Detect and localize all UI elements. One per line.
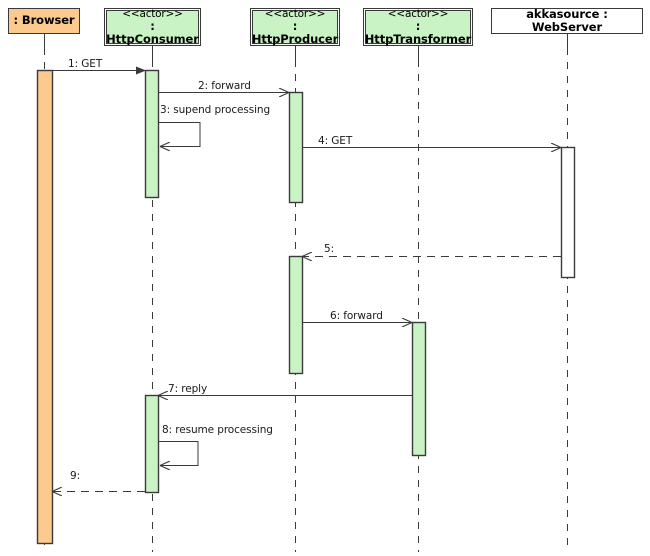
act-webserver xyxy=(560,146,576,279)
instance-name-httpproducer: : HttpProducer xyxy=(251,18,339,47)
stereotype-label-httptransformer: <<actor>> xyxy=(387,7,449,20)
message-label-2: 2: forward xyxy=(198,80,251,92)
act-transformer xyxy=(411,321,427,457)
message-8 xyxy=(158,441,199,466)
activation-bars xyxy=(36,69,576,545)
lifeline-header-httptransformer[interactable]: <<actor>>: HttpTransformer xyxy=(363,8,473,46)
act-consumer-2 xyxy=(144,394,160,494)
act-producer-1 xyxy=(288,91,304,204)
stereotype-label-httpproducer: <<actor>> xyxy=(264,7,326,20)
lifeline-header-httpproducer[interactable]: <<actor>>: HttpProducer xyxy=(250,8,340,46)
message-label-5: 5: xyxy=(324,243,335,255)
message-label-3: 3: supend processing xyxy=(160,104,271,116)
instance-name-webserver: akkasource : WebServer xyxy=(526,6,608,34)
message-label-7: 7: reply xyxy=(168,383,208,395)
instance-name-httpconsumer: : HttpConsumer xyxy=(106,18,199,47)
message-3 xyxy=(158,122,201,147)
act-consumer-1 xyxy=(144,69,160,199)
stereotype-label-httpconsumer: <<actor>> xyxy=(122,7,183,20)
message-label-9: 9: xyxy=(70,470,81,482)
instance-name-browser: : Browser xyxy=(13,13,75,28)
message-label-8: 8: resume processing xyxy=(162,424,273,436)
message-arrows xyxy=(52,66,561,492)
act-producer-2 xyxy=(288,255,304,375)
message-label-6: 6: forward xyxy=(330,310,383,322)
act-browser xyxy=(36,69,54,545)
message-label-4: 4: GET xyxy=(318,135,353,147)
lifeline-header-browser[interactable]: : Browser xyxy=(8,8,80,34)
instance-name-httptransformer: : HttpTransformer xyxy=(364,18,472,47)
message-label-1: 1: GET xyxy=(68,58,103,70)
lifeline-dashed-lines xyxy=(44,34,568,552)
lifeline-header-httpconsumer[interactable]: <<actor>>: HttpConsumer xyxy=(104,8,201,46)
lifeline-header-webserver[interactable]: akkasource : WebServer xyxy=(491,6,643,34)
